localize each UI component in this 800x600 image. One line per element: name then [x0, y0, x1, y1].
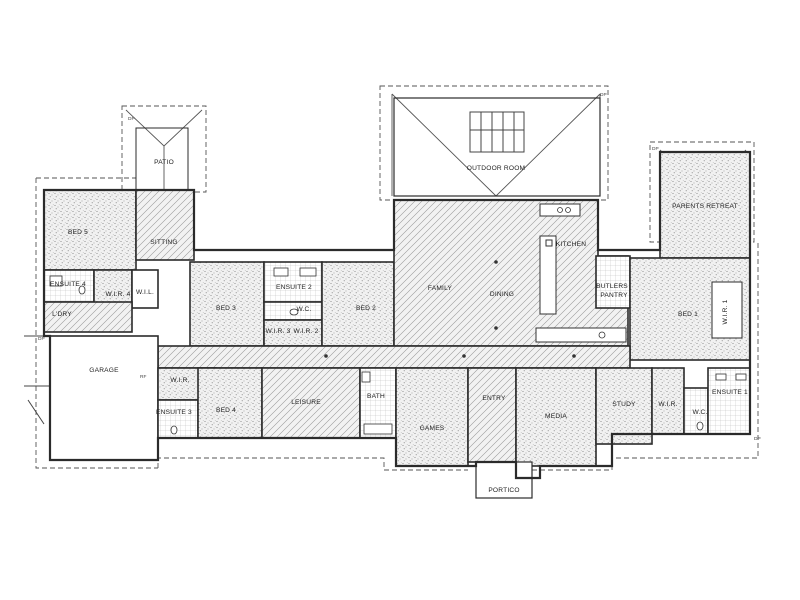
label-dining: DINING	[490, 291, 514, 298]
label-pantry: PANTRY	[600, 292, 628, 299]
room-labels: PATIO OUTDOOR ROOM PARENTS RETREAT BED 5…	[50, 159, 748, 494]
label-wir1: W.I.R. 1	[722, 299, 729, 324]
label-entry: ENTRY	[482, 395, 506, 402]
label-leisure: LEISURE	[291, 399, 321, 406]
label-wil: W.I.L.	[136, 289, 154, 296]
bed4-area	[197, 367, 263, 439]
house-outline	[42, 150, 752, 480]
rf-marker: RF	[140, 374, 146, 380]
label-parents-retreat: PARENTS RETREAT	[672, 203, 738, 210]
label-sitting: SITTING	[150, 239, 177, 246]
label-family: FAMILY	[428, 285, 453, 292]
label-outdoor-room: OUTDOOR ROOM	[467, 165, 525, 172]
label-study: STUDY	[612, 401, 636, 408]
label-ensuite3: ENSUITE 3	[156, 409, 192, 416]
label-bed2: BED 2	[356, 305, 376, 312]
label-ensuite2: ENSUITE 2	[276, 284, 312, 291]
ensuite3-area	[157, 399, 199, 439]
family-dining-kitchen-area	[393, 199, 629, 347]
dp-marker: DP	[600, 92, 607, 98]
study-area	[595, 367, 653, 445]
kitchen-fixtures	[535, 203, 627, 343]
label-bed3: BED 3	[216, 305, 236, 312]
label-wir-garage: W.I.R.	[170, 377, 189, 384]
sitting-area	[135, 189, 195, 261]
wir-right-area	[651, 367, 685, 435]
hallway-area	[157, 345, 631, 369]
label-games: GAMES	[420, 425, 445, 432]
dp-marker: DP	[128, 116, 135, 122]
label-kitchen: KITCHEN	[556, 241, 586, 248]
games-area	[395, 367, 469, 467]
dp-marker: DP	[652, 146, 659, 152]
label-ensuite1: ENSUITE 1	[712, 389, 748, 396]
garage-area	[49, 335, 159, 461]
downpipe-markers: DP DP DP DP DP RF	[38, 92, 761, 442]
label-butlers: BUTLERS	[596, 283, 628, 290]
label-wc-right: W.C.	[692, 409, 707, 416]
wil-area	[131, 269, 159, 309]
bed3-area	[189, 261, 265, 347]
label-bed1: BED 1	[678, 311, 698, 318]
label-wir3: W.I.R. 3	[265, 328, 290, 335]
label-media: MEDIA	[545, 413, 567, 420]
dp-marker: DP	[754, 436, 761, 442]
laundry-area	[43, 301, 133, 333]
label-portico: PORTICO	[488, 487, 519, 494]
bed5-area	[43, 189, 137, 271]
label-wir-right: W.I.R.	[658, 401, 677, 408]
entry-area	[467, 367, 517, 463]
butlers-pantry-area	[595, 255, 631, 309]
label-wir2: W.I.R. 2	[293, 328, 318, 335]
label-wir4: W.I.R. 4	[105, 291, 130, 298]
garage-door-swing	[27, 399, 45, 425]
label-bed5: BED 5	[68, 229, 88, 236]
label-wc-center: W.C.	[296, 306, 311, 313]
label-bed4: BED 4	[216, 407, 236, 414]
label-patio: PATIO	[154, 159, 174, 166]
label-laundry: L'DRY	[52, 311, 72, 318]
garage-window	[24, 335, 51, 387]
label-ensuite4: ENSUITE 4	[50, 281, 86, 288]
label-bath: BATH	[367, 393, 385, 400]
outdoor-roof-slats	[469, 111, 525, 153]
bathroom-fixtures	[49, 267, 747, 435]
outdoor-room-area	[393, 97, 601, 197]
bed2-area	[321, 261, 395, 347]
label-garage: GARAGE	[89, 367, 119, 374]
light-points	[324, 260, 576, 358]
wir1-area	[711, 281, 743, 339]
dp-marker: DP	[38, 336, 45, 342]
